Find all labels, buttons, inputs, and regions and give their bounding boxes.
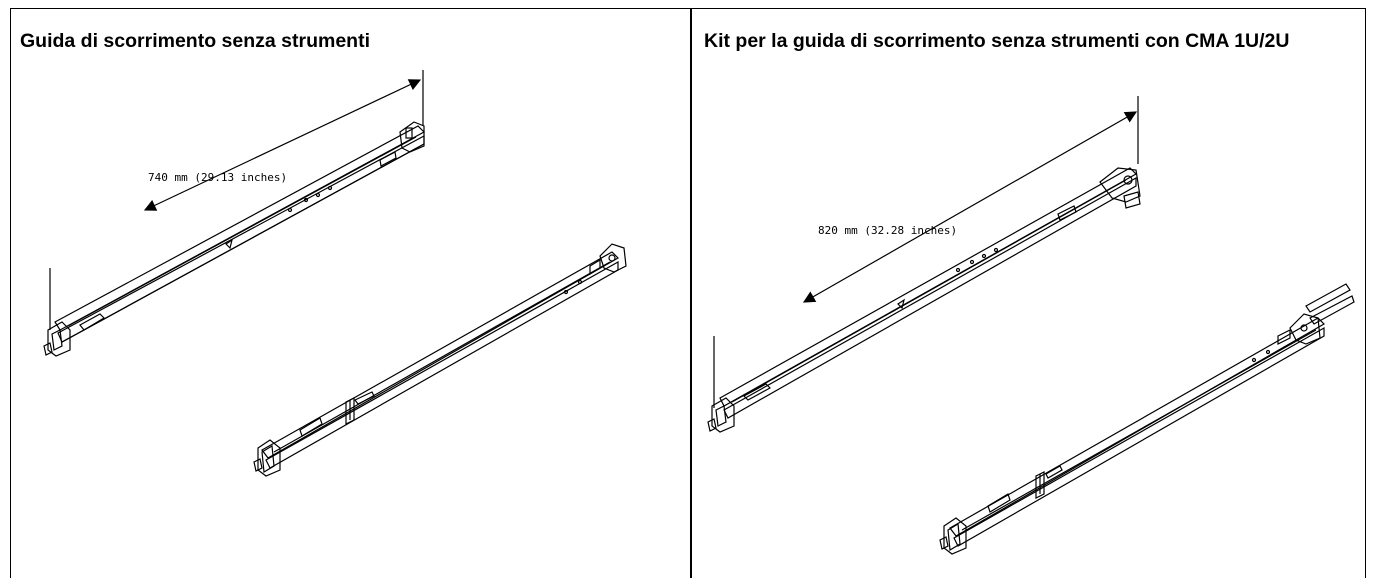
rail-lower-left bbox=[253, 243, 627, 477]
rail-upper-left bbox=[43, 121, 425, 357]
right-rail-illustration bbox=[707, 96, 1355, 555]
rail-upper-right bbox=[707, 167, 1141, 433]
dimension-label-left: 740 mm (29.13 inches) bbox=[148, 171, 287, 184]
panel-title-tool-less-rail: Guida di scorrimento senza strumenti bbox=[20, 30, 370, 52]
dimension-line-left bbox=[49, 70, 424, 330]
panel-title-tool-less-rail-cma-kit: Kit per la guida di scorrimento senza st… bbox=[704, 30, 1290, 52]
dimension-line-right bbox=[713, 96, 1139, 408]
diagram-frame bbox=[10, 8, 1366, 578]
left-rail-illustration bbox=[43, 70, 627, 477]
dimension-label-right: 820 mm (32.28 inches) bbox=[818, 224, 957, 237]
rail-lower-right bbox=[939, 283, 1355, 555]
panel-divider bbox=[690, 8, 692, 578]
